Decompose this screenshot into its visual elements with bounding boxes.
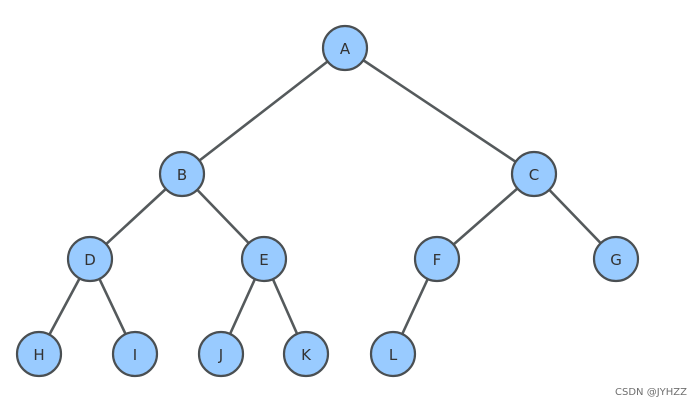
tree-node-e: E: [240, 235, 288, 283]
node-label-d: D: [84, 251, 96, 269]
node-circle-j: [197, 330, 245, 378]
node-label-l: L: [389, 346, 398, 364]
node-label-c: C: [529, 166, 539, 184]
tree-node-j: J: [197, 330, 245, 378]
node-circle-d: [66, 235, 114, 283]
node-circle-f: [413, 235, 461, 283]
tree-node-b: B: [158, 150, 206, 198]
watermark: CSDN @JYHZZ: [615, 387, 687, 398]
tree-node-f: F: [413, 235, 461, 283]
tree-node-l: L: [369, 330, 417, 378]
node-label-h: H: [33, 346, 44, 364]
node-circle-g: [592, 235, 640, 283]
tree-node-i: I: [111, 330, 159, 378]
node-circle-b: [158, 150, 206, 198]
node-circle-a: [321, 24, 369, 72]
node-label-b: B: [177, 166, 187, 184]
tree-node-d: D: [66, 235, 114, 283]
node-label-k: K: [301, 346, 312, 364]
tree-nodes: A B C D E F G H I J K L: [15, 24, 640, 378]
tree-node-a: A: [321, 24, 369, 72]
tree-edges: [37, 46, 618, 356]
node-circle-c: [510, 150, 558, 198]
tree-node-h: H: [15, 330, 63, 378]
edge-a-c: [343, 46, 536, 176]
tree-node-g: G: [592, 235, 640, 283]
node-circle-k: [282, 330, 330, 378]
node-label-g: G: [610, 251, 622, 269]
node-label-f: F: [433, 251, 442, 269]
node-circle-l: [369, 330, 417, 378]
node-label-i: I: [133, 346, 137, 364]
tree-node-k: K: [282, 330, 330, 378]
node-circle-i: [111, 330, 159, 378]
node-label-e: E: [259, 251, 268, 269]
node-label-a: A: [340, 40, 351, 58]
edge-a-b: [180, 46, 347, 176]
node-circle-h: [15, 330, 63, 378]
node-circle-e: [240, 235, 288, 283]
tree-node-c: C: [510, 150, 558, 198]
node-label-j: J: [218, 346, 223, 364]
